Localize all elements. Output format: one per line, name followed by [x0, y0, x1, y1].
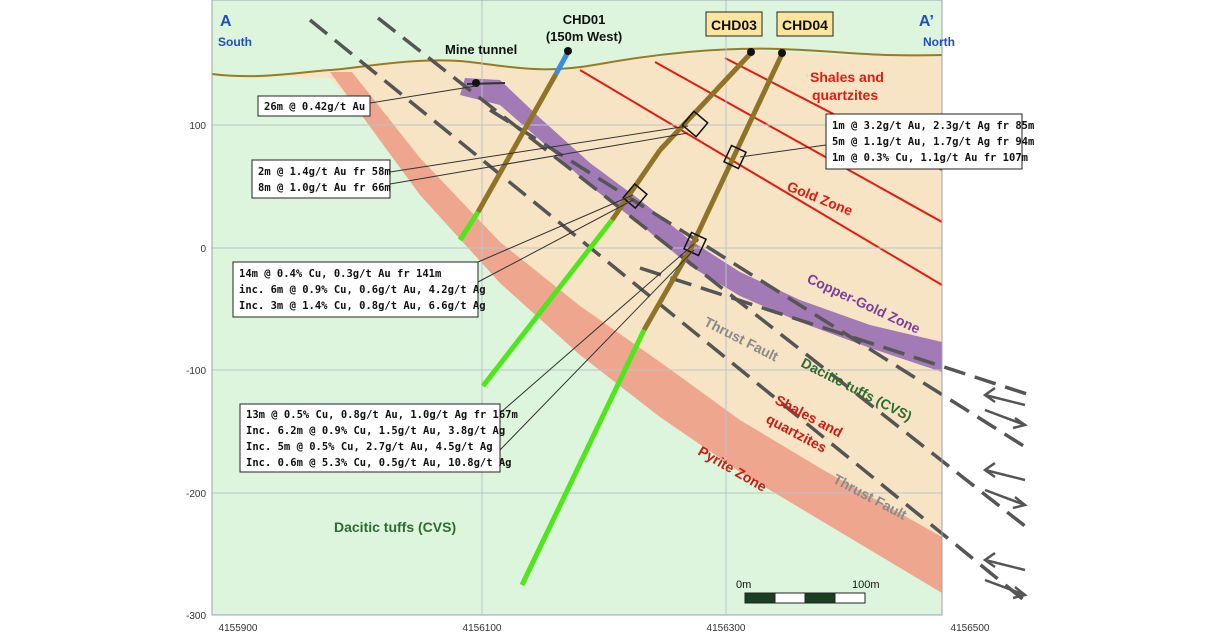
drillhole-chd04 — [519, 49, 786, 587]
shales-top-label-1: Shales and — [810, 69, 884, 85]
intercept-markers — [622, 110, 748, 257]
annotation-line: Inc. 0.6m @ 5.3% Cu, 0.5g/t Au, 10.8g/t … — [246, 457, 512, 469]
annotation-line: Inc. 3m @ 1.4% Cu, 0.8g/t Au, 6.6g/t Ag — [239, 300, 486, 312]
chd01-subtitle: (150m West) — [546, 29, 622, 44]
section-frame — [211, 0, 943, 616]
annotation-line: 8m @ 1.0g/t Au fr 66m — [258, 182, 391, 194]
scale-end-label: 100m — [852, 579, 880, 591]
x-tick-label: 4156300 — [707, 623, 746, 634]
annotation-line: 14m @ 0.4% Cu, 0.3g/t Au fr 141m — [239, 268, 441, 280]
annotation-line: 1m @ 3.2g/t Au, 2.3g/t Ag fr 85m — [832, 120, 1034, 132]
leader-lines — [369, 85, 827, 451]
x-tick-label: 4156500 — [951, 623, 990, 634]
annotation-line: 1m @ 0.3% Cu, 1.1g/t Au fr 107m — [832, 152, 1028, 164]
annotation-chd04-upper: 1m @ 3.2g/t Au, 2.3g/t Ag fr 85m 5m @ 1.… — [825, 113, 1034, 170]
chd04-collar-box — [776, 11, 834, 37]
x-tick-label: 4156100 — [463, 623, 502, 634]
mine-tunnel-label: Mine tunnel — [445, 42, 517, 57]
shales-top-label-2: quartzites — [812, 87, 878, 103]
annotation-line: 13m @ 0.5% Cu, 0.8g/t Au, 1.0g/t Ag fr 1… — [246, 409, 518, 421]
section-end-direction: North — [923, 35, 955, 49]
copper-gold-zone-band — [460, 78, 942, 372]
dacitic-lower-label: Dacitic tuffs (CVS) — [334, 519, 456, 535]
annotation-tunnel: 26m @ 0.42g/t Au — [257, 95, 371, 117]
section-start-label: A — [220, 13, 232, 30]
thrust-faults — [308, 16, 1032, 607]
mine-tunnel — [466, 79, 506, 87]
pyrite-zone-band — [330, 72, 942, 593]
annotation-line: 26m @ 0.42g/t Au — [264, 101, 365, 113]
annotation-line: 2m @ 1.4g/t Au fr 58m — [258, 166, 391, 178]
chd03-label: CHD03 — [711, 17, 757, 33]
y-tick-label: 100 — [189, 121, 206, 132]
y-tick-label: -300 — [186, 611, 206, 622]
chd04-label: CHD04 — [782, 17, 828, 33]
y-tick-label: -200 — [186, 489, 206, 500]
drillhole-chd01 — [457, 47, 572, 242]
section-start-direction: South — [218, 35, 252, 49]
annotation-line: Inc. 6.2m @ 0.9% Cu, 1.5g/t Au, 3.8g/t A… — [246, 425, 505, 437]
section-end-label: A’ — [919, 13, 934, 30]
annotation-line: Inc. 5m @ 0.5% Cu, 2.7g/t Au, 4.5g/t Ag — [246, 441, 493, 453]
annotation-chd03: 14m @ 0.4% Cu, 0.3g/t Au fr 141m inc. 6m… — [232, 261, 486, 318]
chd01-label: CHD01 — [563, 12, 606, 27]
x-tick-label: 4155900 — [219, 623, 258, 634]
y-tick-label: -100 — [186, 366, 206, 377]
ground-surface — [211, 47, 943, 78]
annotation-line: inc. 6m @ 0.9% Cu, 0.6g/t Au, 4.2g/t Ag — [239, 284, 486, 296]
scale-bar: 0m 100m — [736, 579, 880, 604]
y-axis: 100 0 -100 -200 -300 — [186, 121, 206, 622]
annotation-chd01: 2m @ 1.4g/t Au fr 58m 8m @ 1.0g/t Au fr … — [251, 159, 391, 199]
fault-arrows — [982, 386, 1028, 600]
x-axis: 4155900 4156100 4156300 4156500 — [219, 623, 990, 634]
y-tick-label: 0 — [200, 244, 206, 255]
chd03-collar-box — [705, 11, 763, 37]
annotation-line: 5m @ 1.1g/t Au, 1.7g/t Ag fr 94m — [832, 136, 1034, 148]
scale-start-label: 0m — [736, 579, 751, 591]
annotation-chd04-deep: 13m @ 0.5% Cu, 0.8g/t Au, 1.0g/t Ag fr 1… — [239, 403, 518, 473]
